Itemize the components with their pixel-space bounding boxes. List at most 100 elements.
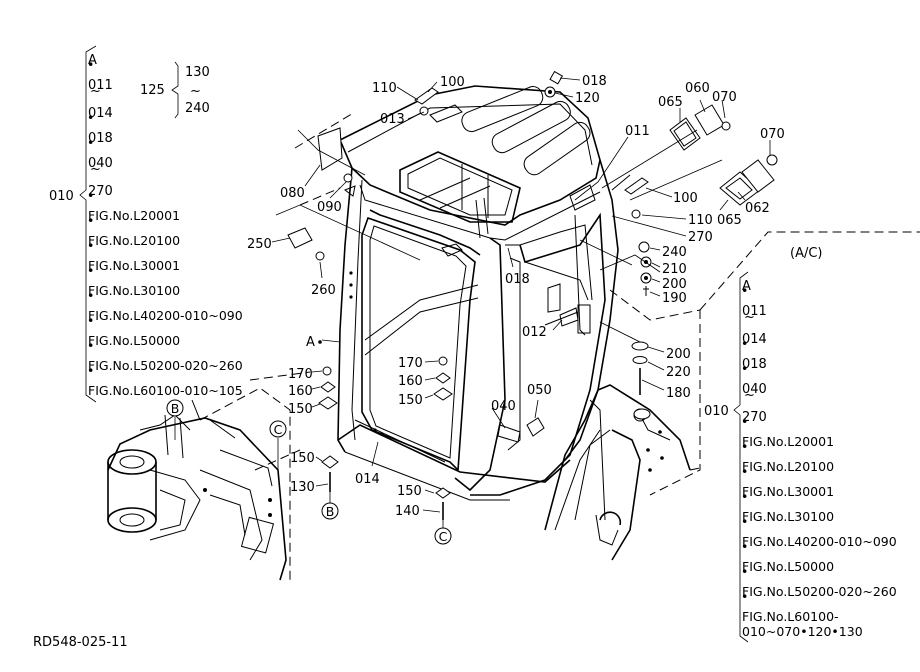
marker-b-bottom: B	[321, 502, 339, 520]
callout-170: 170	[398, 356, 423, 371]
note-010-right-entry: FIG.No.L30001	[742, 484, 834, 499]
callout-180: 180	[666, 386, 691, 401]
callout-150: 150	[398, 393, 423, 408]
leader-lines	[271, 77, 771, 513]
callout-150: 150	[288, 402, 313, 417]
callout-060: 060	[685, 81, 710, 96]
callout-160: 160	[288, 384, 313, 399]
callout-110: 110	[372, 81, 397, 96]
note-010-left-entry: FIG.No.L40200-010~090	[88, 308, 243, 323]
note-010-right-entry: FIG.No.L30100	[742, 509, 834, 524]
note-125-to: 240	[185, 101, 210, 116]
callout-100: 100	[440, 75, 465, 90]
callout-018: 018	[582, 74, 607, 89]
callout-190: 190	[662, 291, 687, 306]
note-010-right-bullet: •	[741, 539, 748, 554]
note-010-left-entry: FIG.No.L60100-010~105	[88, 383, 243, 398]
reference-markers: B C B C	[166, 399, 452, 545]
marker-c-bottom: C	[434, 527, 452, 545]
callout-130: 130	[290, 480, 315, 495]
note-010-right-entry: FIG.No.L60100-	[742, 609, 839, 624]
note-010-left-lines: A•011~014•018•040~270•FIG.No.L20001•FIG.…	[87, 53, 243, 398]
note-010-left-entry: 011	[88, 78, 113, 93]
note-010-right-tilde: ~	[744, 310, 755, 325]
note-010-right-entry: 010~070•120•130	[742, 624, 863, 639]
rear-frame-artwork	[544, 384, 691, 561]
note-010-right-bullet: •	[741, 464, 748, 479]
note-010-left-bullet: •	[87, 135, 94, 150]
note-010-right-entry: FIG.No.L20100	[742, 459, 834, 474]
callout-200: 200	[662, 277, 687, 292]
note-125-code: 125	[140, 83, 165, 98]
note-010-left-entry: 014	[88, 106, 113, 121]
marker-c-top: C	[269, 420, 287, 438]
callout-065: 065	[658, 95, 683, 110]
note-010-right-bullet: •	[741, 361, 748, 376]
marker-c-label: C	[439, 529, 448, 544]
marker-b-label: B	[326, 504, 335, 519]
callout-220: 220	[666, 365, 691, 380]
note-010-right-bullet: •	[741, 283, 748, 298]
marker-c-label: C	[274, 422, 283, 437]
note-010-left-code: 010	[49, 189, 74, 204]
note-010-right-entry: FIG.No.L40200-010~090	[742, 534, 897, 549]
callout-013: 013	[380, 112, 405, 127]
callout-120: 120	[575, 91, 600, 106]
note-125-tilde: ~	[190, 84, 201, 99]
note-010-left-entry: FIG.No.L20001	[88, 208, 180, 223]
note-010-left-entry: FIG.No.L50000	[88, 333, 180, 348]
note-010-right-bullet: •	[741, 489, 748, 504]
callout-250: 250	[247, 237, 272, 252]
note-010-left-bullet: •	[87, 338, 94, 353]
note-010-right-entry: 040	[742, 382, 767, 397]
note-010-right-entry: 018	[742, 357, 767, 372]
callout-100: 100	[673, 191, 698, 206]
note-010-right-bullet: •	[741, 336, 748, 351]
note-010-left-entry: 040	[88, 156, 113, 171]
callout-140: 140	[395, 504, 420, 519]
note-010-right-entry: 011	[742, 304, 767, 319]
callout-050: 050	[527, 383, 552, 398]
note-010-left-bullet: •	[87, 363, 94, 378]
note-010-right-entry: FIG.No.L50200-020~260	[742, 584, 897, 599]
note-010-left-bullet: •	[87, 110, 94, 125]
note-010-right-tilde: ~	[744, 388, 755, 403]
note-010-right: (A/C) 010 A•011~014•018•040~270•FIG.No.L…	[704, 246, 897, 643]
note-010-left-entry: FIG.No.L20100	[88, 233, 180, 248]
callout-260: 260	[311, 283, 336, 298]
note-010-right-entry: 014	[742, 332, 767, 347]
callout-170: 170	[288, 367, 313, 382]
note-010-left-entry: FIG.No.L30001	[88, 258, 180, 273]
callout-210: 210	[662, 262, 687, 277]
callout-080: 080	[280, 186, 305, 201]
callout-018: 018	[505, 272, 530, 287]
note-010-right-entry: 270	[742, 410, 767, 425]
callout-070: 070	[760, 127, 785, 142]
note-125: 125 130 ~ 240	[140, 61, 210, 119]
callout-150: 150	[397, 484, 422, 499]
boundary-lines	[199, 111, 920, 580]
marker-b-top: B	[166, 399, 184, 417]
drawing-id: RD548-025-11	[33, 635, 128, 650]
note-010-right-entry: FIG.No.L50000	[742, 559, 834, 574]
note-010-left-entry: FIG.No.L50200-020~260	[88, 358, 243, 373]
note-010-left-entry: 270	[88, 184, 113, 199]
note-010-left-bullet: •	[87, 57, 94, 72]
callout-065: 065	[717, 213, 742, 228]
callout-070: 070	[712, 90, 737, 105]
note-010-right-bullet: •	[741, 564, 748, 579]
note-010-right-bullet: •	[741, 439, 748, 454]
note-010-left-bullet: •	[87, 213, 94, 228]
note-010-left-entry: 018	[88, 131, 113, 146]
cab-frame-artwork	[337, 85, 631, 501]
note-010-left-bullet: •	[87, 188, 94, 203]
note-010-right-lines: A•011~014•018•040~270•FIG.No.L20001•FIG.…	[741, 279, 897, 639]
callout-110: 110	[688, 213, 713, 228]
note-010-left-bullet: •	[87, 313, 94, 328]
note-010-left-bullet: •	[87, 288, 94, 303]
part-callouts: 110 100 013 018 120 011 065 060 070 070 …	[247, 74, 785, 519]
callout-ref-a: A	[306, 335, 315, 350]
callout-150: 150	[290, 451, 315, 466]
